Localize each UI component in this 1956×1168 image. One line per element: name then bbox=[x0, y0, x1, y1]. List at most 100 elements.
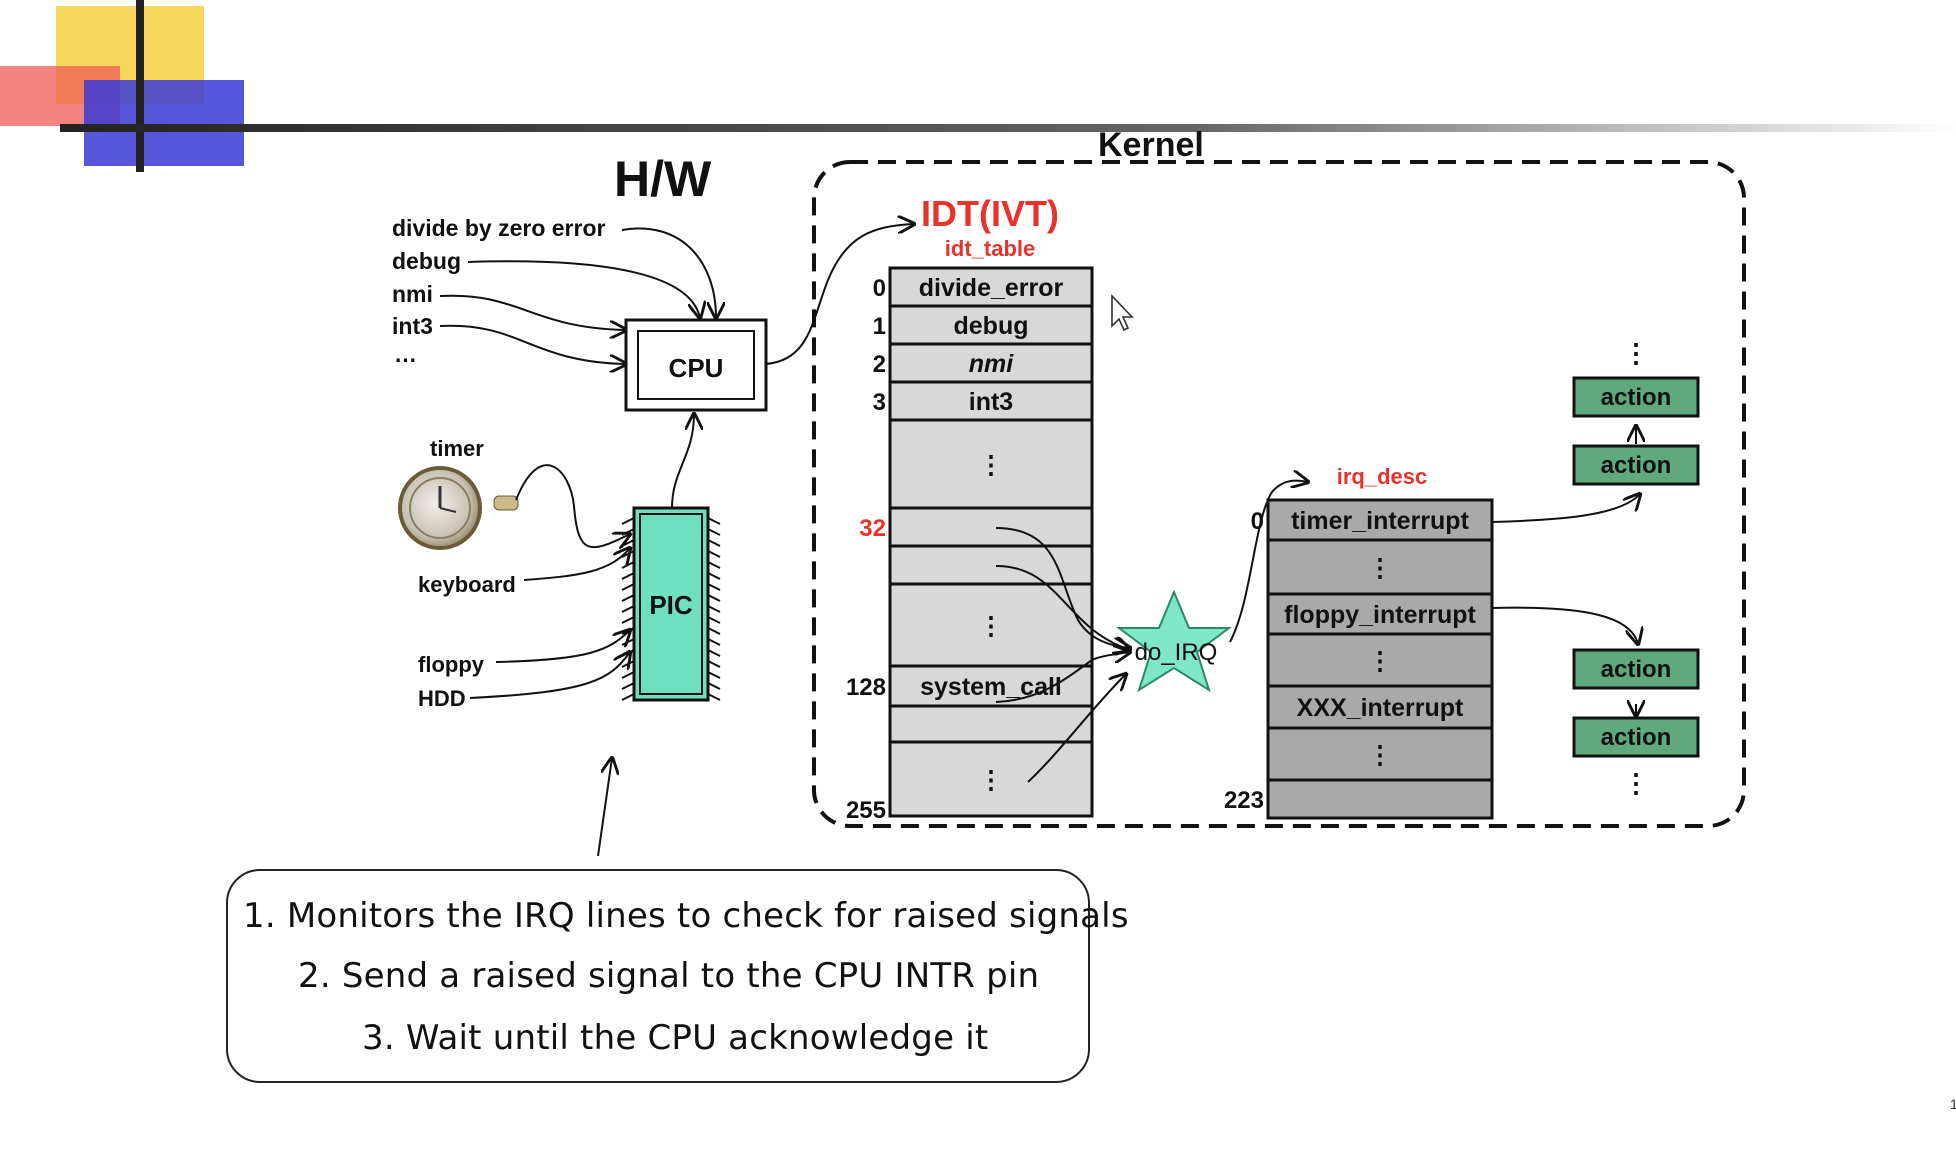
irq-desc-entry-label: XXX_interrupt bbox=[1297, 694, 1464, 722]
action-label: action bbox=[1601, 724, 1672, 751]
pic-pin bbox=[621, 583, 635, 591]
idt-table-label: idt_table bbox=[945, 236, 1035, 261]
irq-desc-entry-label: floppy_interrupt bbox=[1284, 601, 1476, 629]
irq-desc-row bbox=[1266, 538, 1494, 596]
idt-entry-label: nmi bbox=[969, 350, 1015, 378]
irq-desc-entry-label: ⋮ bbox=[1368, 741, 1393, 769]
action-ellipsis: ⋮ bbox=[1623, 338, 1649, 368]
pic-pin bbox=[621, 616, 635, 624]
idt-entry-label: divide_error bbox=[919, 274, 1064, 302]
action-box bbox=[1572, 648, 1700, 690]
idt-entry-label: ⋮ bbox=[979, 612, 1004, 640]
action-label: action bbox=[1601, 452, 1672, 479]
idt-title: IDT(IVT) bbox=[921, 193, 1059, 234]
pic-pin bbox=[707, 561, 721, 569]
idt-entry-label: ⋮ bbox=[979, 766, 1004, 794]
irq-desc-entry-label: ⋮ bbox=[1368, 647, 1393, 675]
pic-pin bbox=[707, 682, 721, 690]
pic-pin bbox=[621, 671, 635, 679]
idt-row bbox=[888, 506, 1094, 548]
idt-to-doirq-arrows bbox=[995, 527, 1130, 783]
idt-row bbox=[888, 740, 1094, 818]
pic-label: PIC bbox=[649, 590, 693, 620]
cpu-chip: CPU bbox=[624, 318, 768, 412]
slide-corner-logo bbox=[0, 0, 1956, 172]
pic-pin bbox=[707, 583, 721, 591]
action-box bbox=[1572, 716, 1700, 758]
action-ellipsis: ⋮ bbox=[1623, 768, 1649, 798]
do-irq-star: do_IRQ bbox=[1116, 589, 1232, 693]
irq-desc-index-label: 223 bbox=[1224, 787, 1264, 814]
idt-index-label: 32 bbox=[859, 515, 886, 542]
pic-pin bbox=[621, 561, 635, 569]
pic-pin bbox=[707, 605, 721, 613]
cpu-to-idt-arrow bbox=[765, 224, 914, 365]
pic-pin bbox=[707, 638, 721, 646]
pic-pin bbox=[707, 550, 721, 558]
pic-pin bbox=[707, 539, 721, 547]
kernel-region bbox=[812, 160, 1746, 828]
pic-pin bbox=[621, 693, 635, 701]
idt-table: divide_error0debug1nmi2int33⋮32⋮system_c… bbox=[846, 266, 1094, 824]
pic-pin bbox=[621, 594, 635, 602]
pic-pin bbox=[621, 605, 635, 613]
keyboard-label: keyboard bbox=[418, 572, 516, 597]
pic-to-cpu-arrow bbox=[671, 414, 694, 509]
floppy-label: floppy bbox=[418, 652, 485, 677]
note-to-pic-arrow bbox=[597, 758, 612, 857]
note-line: 2. Send a raised signal to the CPU INTR … bbox=[298, 956, 1040, 996]
exception-arrows bbox=[439, 227, 716, 364]
pic-pin bbox=[707, 616, 721, 624]
watch-image bbox=[398, 466, 519, 550]
exception-label: … bbox=[394, 341, 417, 367]
idt-row bbox=[888, 342, 1094, 384]
pic-pin bbox=[621, 638, 635, 646]
idt-row bbox=[888, 304, 1094, 346]
idt-entry-label: system_call bbox=[920, 673, 1062, 701]
pic-pin bbox=[707, 649, 721, 657]
irq-desc-label: irq_desc bbox=[1337, 464, 1428, 489]
note-line: 3. Wait until the CPU acknowledge it bbox=[362, 1018, 989, 1058]
pic-pin bbox=[707, 693, 721, 701]
hdd-label: HDD bbox=[418, 686, 466, 711]
action-box bbox=[1572, 376, 1700, 418]
hw-heading: H/W bbox=[614, 151, 712, 207]
page-number: 1 bbox=[1950, 1096, 1956, 1112]
action-label: action bbox=[1601, 656, 1672, 683]
action-box bbox=[1572, 444, 1700, 486]
pic-pin bbox=[621, 682, 635, 690]
irq-desc-row bbox=[1266, 726, 1494, 782]
pic-pin bbox=[707, 517, 721, 525]
pic-pin bbox=[621, 539, 635, 547]
timer-label: timer bbox=[430, 436, 484, 461]
idt-row bbox=[888, 380, 1094, 422]
idt-index-label: 1 bbox=[873, 313, 886, 340]
irq-to-action-arrows bbox=[1491, 426, 1640, 716]
irq-desc-row bbox=[1266, 684, 1494, 730]
pic-pin bbox=[621, 517, 635, 525]
do-irq-label: do_IRQ bbox=[1135, 639, 1218, 666]
irq-desc-entry-label: ⋮ bbox=[1368, 554, 1393, 582]
exception-label: nmi bbox=[392, 281, 433, 307]
idt-row bbox=[888, 582, 1094, 668]
pic-pin bbox=[707, 671, 721, 679]
pic-description-box bbox=[226, 869, 1090, 1083]
idt-index-label: 255 bbox=[846, 797, 886, 824]
idt-row bbox=[888, 664, 1094, 708]
doirq-to-irqdesc-arrow bbox=[1229, 481, 1308, 643]
exception-labels: divide by zero error debug nmi int3 … bbox=[392, 215, 606, 367]
irq-desc-row bbox=[1266, 778, 1494, 820]
idt-index-label: 2 bbox=[873, 351, 886, 378]
idt-entry-label: int3 bbox=[969, 388, 1013, 416]
pic-pin bbox=[707, 594, 721, 602]
idt-index-label: 3 bbox=[873, 389, 886, 416]
exception-label: divide by zero error bbox=[392, 215, 606, 241]
pic-pin bbox=[707, 627, 721, 635]
idt-entry-label: ⋮ bbox=[979, 451, 1004, 479]
irq-desc-table: timer_interrupt0⋮floppy_interrupt⋮XXX_in… bbox=[1224, 498, 1494, 820]
idt-entry-label: debug bbox=[954, 312, 1029, 340]
idt-index-label: 128 bbox=[846, 674, 886, 701]
idt-row bbox=[888, 704, 1094, 744]
device-arrows bbox=[469, 464, 630, 699]
